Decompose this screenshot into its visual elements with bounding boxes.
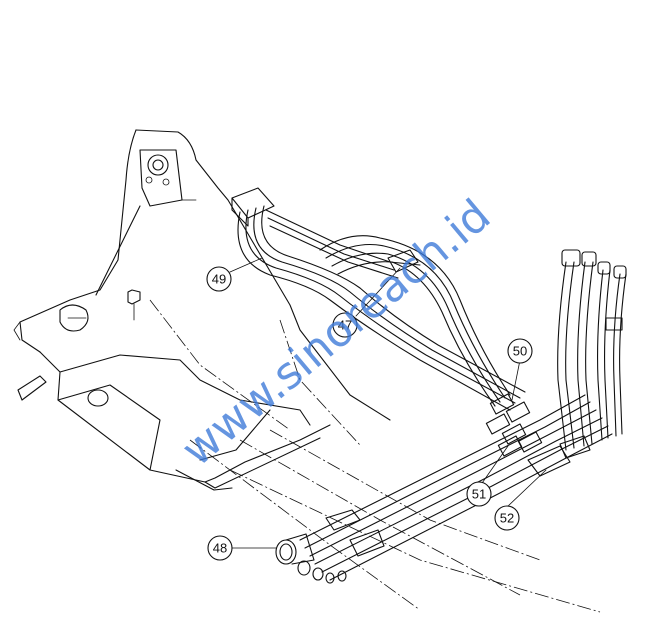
- clamps: [231, 187, 591, 557]
- callout-50-label: 50: [513, 344, 527, 359]
- callout-48: 48: [207, 535, 233, 561]
- fittings-48: [275, 533, 347, 584]
- callout-51: 51: [466, 481, 492, 507]
- callout-50: 50: [507, 338, 533, 364]
- callout-52: 52: [494, 505, 520, 531]
- callout-49: 49: [206, 266, 232, 292]
- hose-bundle-vertical: [557, 249, 627, 451]
- hose-loops: [237, 205, 526, 411]
- callout-49-label: 49: [212, 272, 226, 287]
- callout-52-label: 52: [500, 511, 514, 526]
- callout-47: 47: [332, 312, 358, 338]
- fittings-50-51: [485, 393, 543, 457]
- callout-48-label: 48: [213, 541, 227, 556]
- leader-lines: [229, 257, 547, 549]
- hose-bundle-main: [299, 394, 613, 581]
- callout-47-label: 47: [338, 318, 352, 333]
- callout-51-label: 51: [472, 487, 486, 502]
- frame-bracket: [13, 129, 391, 491]
